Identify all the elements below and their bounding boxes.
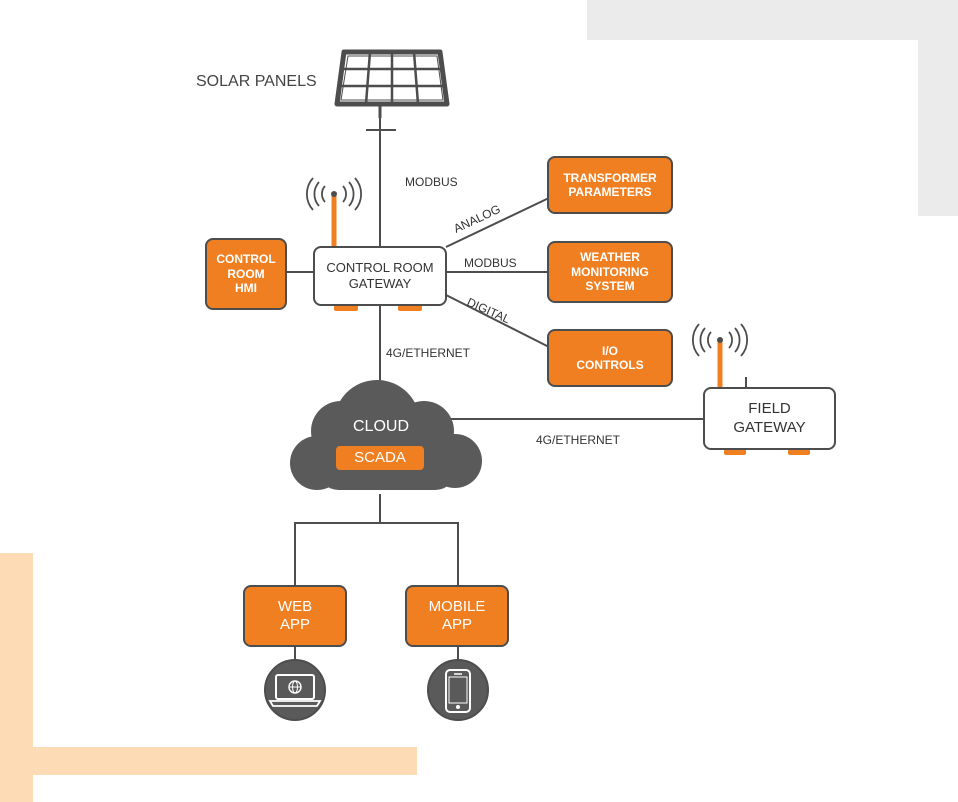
- cloud-label: CLOUD: [353, 418, 410, 435]
- edge-label-modbus-solar: MODBUS: [405, 175, 458, 189]
- field-gateway-node: FIELD GATEWAY: [703, 387, 836, 450]
- edge-apps-split: [294, 522, 459, 585]
- mobile-app-node: MOBILE APP: [405, 585, 509, 647]
- scada-badge: SCADA: [336, 446, 424, 470]
- background-peach-bar: [0, 747, 417, 775]
- wireless-antenna-icon: [306, 177, 362, 247]
- background-gray-strip: [918, 40, 958, 216]
- io-controls-node: I/O CONTROLS: [547, 329, 673, 387]
- gateway-feet: [334, 305, 810, 455]
- edge-label-4g-ethernet-gateway: 4G/ETHERNET: [386, 346, 471, 360]
- control-room-gateway-node: CONTROL ROOM GATEWAY: [313, 246, 447, 306]
- weather-monitoring-system-node: WEATHER MONITORING SYSTEM: [547, 241, 673, 303]
- edge-label-digital: DIGITAL: [465, 295, 513, 327]
- edge-label-4g-ethernet-field: 4G/ETHERNET: [536, 433, 621, 447]
- web-app-node: WEB APP: [243, 585, 347, 647]
- edge-gateway-io: [445, 294, 550, 348]
- edge-label-modbus-weather: MODBUS: [464, 256, 517, 270]
- transformer-parameters-node: TRANSFORMER PARAMETERS: [547, 156, 673, 214]
- edge-label-analog: ANALOG: [451, 202, 502, 236]
- solar-panel-icon: [334, 49, 450, 118]
- smartphone-icon: [427, 659, 489, 721]
- edge-gateway-transformer: [445, 196, 552, 248]
- cloud-shape: [290, 380, 482, 490]
- solar-panels-label: SOLAR PANELS: [196, 73, 317, 90]
- laptop-globe-icon: [264, 659, 326, 721]
- control-room-hmi-node: CONTROL ROOM HMI: [205, 238, 287, 310]
- background-gray-block: [587, 0, 958, 40]
- wireless-antenna-icon: [692, 323, 748, 388]
